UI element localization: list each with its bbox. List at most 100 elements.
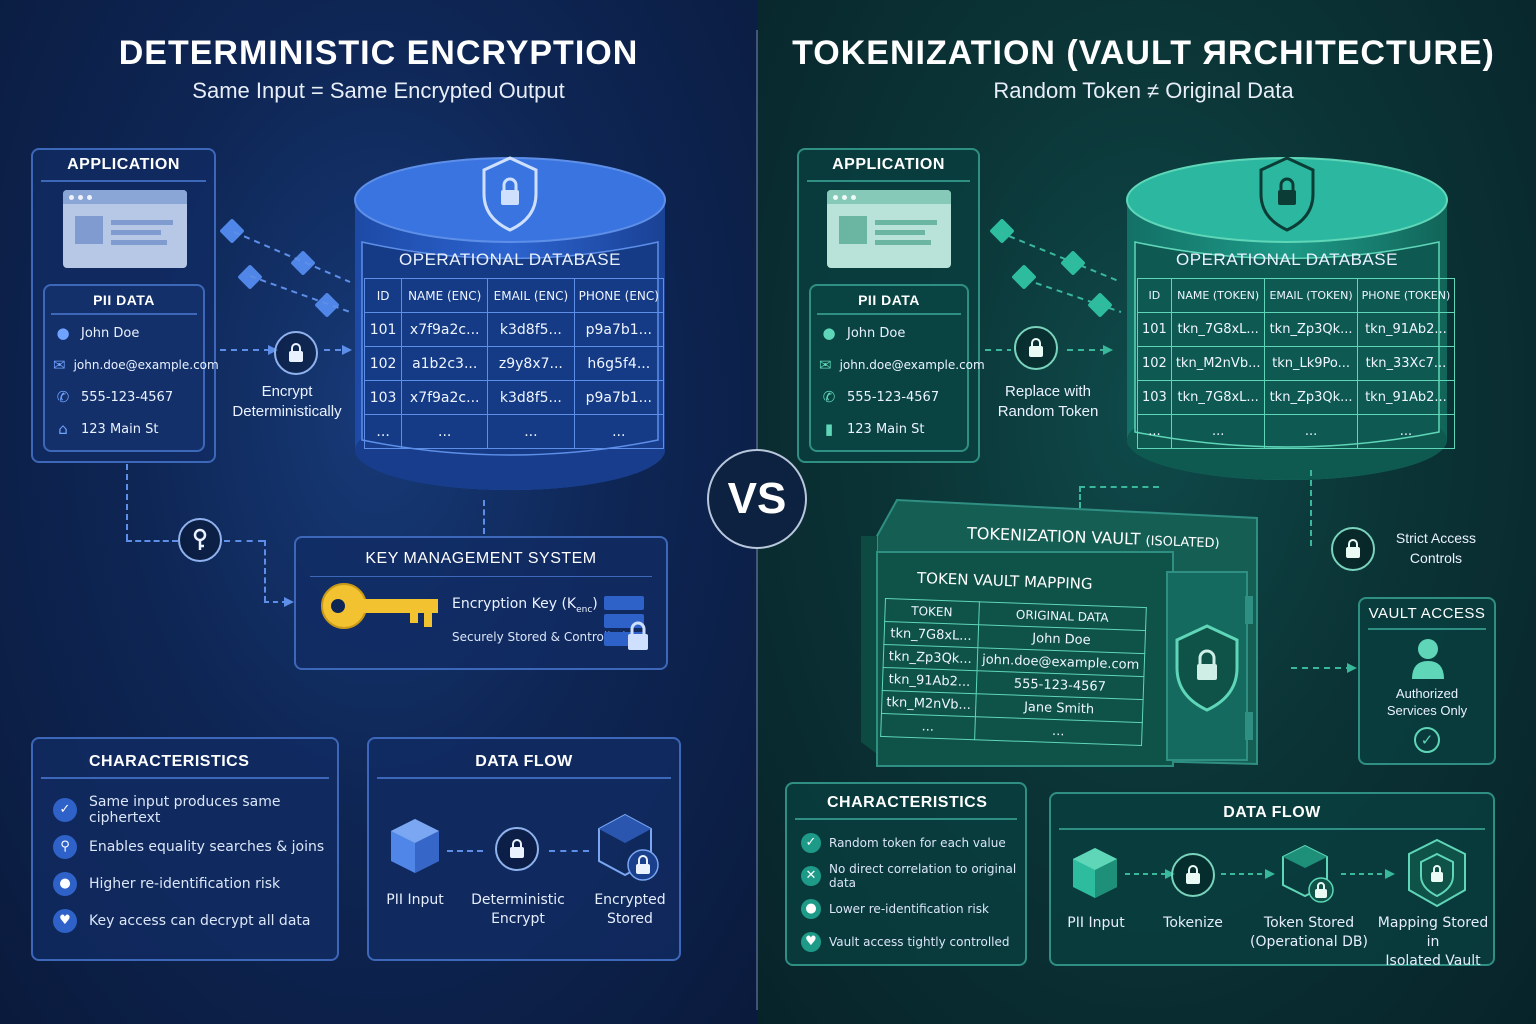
table-cell: ... bbox=[1356, 414, 1456, 449]
right-database-title: OPERATIONAL DATABASE bbox=[1176, 250, 1398, 269]
table-cell: 101 bbox=[1137, 312, 1172, 347]
check-icon: ✓ bbox=[53, 797, 77, 822]
table-cell: 103 bbox=[1137, 380, 1172, 415]
flow-arrow bbox=[447, 850, 483, 852]
column-header: NAME (TOKEN) bbox=[1170, 278, 1266, 313]
flow-step-token-stored: Token Stored(Operational DB) bbox=[1250, 915, 1368, 950]
characteristic-item: ●Lower re-identification risk bbox=[787, 892, 1025, 925]
table-cell: k3d8f5... bbox=[487, 312, 575, 347]
table-cell: p9a7b1... bbox=[573, 380, 665, 415]
deterministic-encryption-panel: DETERMINISTIC ENCRYPTION Same Input = Sa… bbox=[0, 0, 757, 1024]
key-to-kms-connector bbox=[224, 540, 264, 542]
encrypted-stored-cube-icon bbox=[598, 813, 659, 881]
home-icon: ⌂ bbox=[58, 420, 68, 438]
replace-token-lock-icon bbox=[1014, 326, 1058, 370]
tokenization-vault bbox=[861, 498, 1258, 767]
key-to-kms-connector-v bbox=[264, 540, 266, 602]
mail-icon: ✉ bbox=[53, 356, 66, 374]
tokenize-lock-icon bbox=[1171, 853, 1215, 897]
flow-step-pii-input: PII Input bbox=[386, 892, 444, 908]
user-icon bbox=[1412, 639, 1444, 679]
shield-warning-icon: ♥ bbox=[53, 908, 77, 933]
table-cell: tkn_91Ab2... bbox=[882, 667, 977, 694]
table-cell: ... bbox=[487, 414, 575, 449]
person-icon: ● bbox=[53, 871, 77, 896]
check-circle-icon: ✓ bbox=[1414, 727, 1440, 753]
secure-server-icon bbox=[604, 596, 648, 650]
left-pii-panel: PII DATA ●John Doe ✉john.doe@example.com… bbox=[43, 284, 219, 452]
vs-badge: VS bbox=[707, 449, 807, 549]
mail-icon: ✉ bbox=[819, 356, 832, 374]
table-cell: tkn_7G8xL... bbox=[883, 621, 979, 648]
left-application-label: APPLICATION bbox=[67, 156, 180, 173]
characteristic-item: ⚲Enables equality searches & joins bbox=[33, 828, 337, 865]
characteristic-item: ✓Random token for each value bbox=[787, 826, 1025, 859]
flow-arrow bbox=[1341, 869, 1395, 879]
flow-arrow bbox=[549, 850, 589, 852]
pii-email-row: ✉john.doe@example.com bbox=[45, 349, 219, 381]
column-header: ID bbox=[1137, 278, 1172, 313]
trash-icon: ▮ bbox=[824, 420, 834, 438]
table-row: ............ bbox=[363, 414, 665, 449]
encrypt-lock-icon bbox=[495, 827, 539, 871]
table-cell: z9y8x7... bbox=[487, 346, 575, 381]
pii-address-row: ▮123 Main St bbox=[811, 413, 967, 445]
pii-input-cube-icon bbox=[391, 819, 439, 873]
flow-step-tokenize: Tokenize bbox=[1163, 915, 1223, 931]
encrypt-lock-icon bbox=[274, 331, 318, 375]
token-stored-cube-icon bbox=[1282, 844, 1334, 903]
key-management-system-panel: KEY MANAGEMENT SYSTEM Encryption Key (Ke… bbox=[294, 536, 668, 670]
vault-access-title: VAULT ACCESS bbox=[1368, 605, 1486, 622]
pii-address-row: ⌂123 Main St bbox=[45, 413, 203, 445]
database-to-vault-connector bbox=[1079, 486, 1081, 516]
encryption-key-label: Encryption Key (Kenc) bbox=[452, 596, 598, 615]
characteristic-item: ✕No direct correlation to original data bbox=[787, 859, 1025, 892]
browser-window-icon bbox=[63, 190, 187, 268]
phone-icon: ✆ bbox=[822, 388, 836, 406]
table-cell: 102 bbox=[363, 346, 403, 381]
shield-icon: ♥ bbox=[801, 931, 821, 952]
key-circle-icon bbox=[178, 518, 222, 562]
pii-email-row: ✉john.doe@example.com bbox=[819, 356, 985, 374]
table-cell: ... bbox=[1137, 414, 1172, 449]
user-icon: ● bbox=[822, 324, 836, 342]
search-icon: ⚲ bbox=[53, 834, 77, 859]
table-cell: k3d8f5... bbox=[487, 380, 575, 415]
database-to-kms-connector bbox=[483, 500, 485, 534]
pii-phone-row: ✆555-123-4567 bbox=[811, 381, 967, 413]
kms-title: KEY MANAGEMENT SYSTEM bbox=[365, 550, 597, 567]
table-cell: 103 bbox=[363, 380, 403, 415]
right-data-flow-panel: DATA FLOW PII Input Tokenize Token Store… bbox=[1049, 792, 1495, 969]
table-cell: tkn_33Xc7... bbox=[1356, 346, 1456, 381]
securely-stored-label: Securely Stored & Controlled bbox=[452, 630, 626, 644]
left-subtitle: Same Input = Same Encrypted Output bbox=[192, 78, 565, 103]
left-title: DETERMINISTIC ENCRYPTION bbox=[118, 34, 639, 72]
app-to-key-connector bbox=[126, 464, 128, 540]
table-cell: tkn_M2nVb... bbox=[881, 690, 976, 717]
table-cell: ... bbox=[573, 414, 665, 449]
column-header: EMAIL (TOKEN) bbox=[1264, 278, 1358, 313]
table-cell: 101 bbox=[363, 312, 403, 347]
table-cell: tkn_91Ab2... bbox=[1356, 312, 1456, 347]
column-header: PHONE (ENC) bbox=[573, 278, 665, 313]
table-cell: ... bbox=[363, 414, 403, 449]
left-characteristics-title: CHARACTERISTICS bbox=[89, 753, 250, 770]
left-pii-label: PII DATA bbox=[93, 292, 155, 308]
column-header: NAME (ENC) bbox=[401, 278, 489, 313]
right-pii-panel: PII DATA ●John Doe ✉john.doe@example.com… bbox=[809, 284, 985, 452]
left-data-flow-title: DATA FLOW bbox=[475, 753, 573, 770]
pii-phone-row: ✆555-123-4567 bbox=[45, 381, 203, 413]
flow-step-pii-input: PII Input bbox=[1067, 915, 1125, 931]
